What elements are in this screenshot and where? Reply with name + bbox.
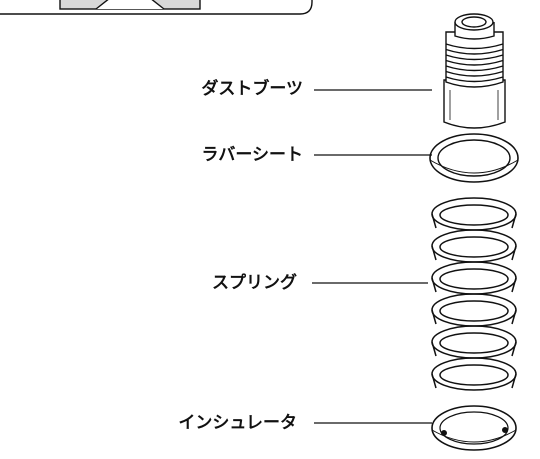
bellows-ring: [445, 54, 504, 61]
spring-coil-link: [431, 341, 517, 357]
spring-coil-inner: [439, 236, 509, 258]
label-rubber-seat: ラバーシート: [202, 145, 304, 165]
spring-coil-link: [431, 213, 517, 229]
label-group-dust-boot: ダストブーツ: [201, 78, 432, 99]
bellows-ring: [445, 70, 504, 77]
spring-coil-link: [431, 245, 517, 261]
inset-panel-fragment: [0, 0, 313, 15]
bellows-ring: [445, 48, 504, 55]
insulator-part: [431, 405, 517, 451]
spring-coil-inner: [439, 204, 509, 226]
spring-coil-link: [431, 277, 517, 293]
dust-boot-part: [443, 13, 506, 129]
bellows-ring: [445, 76, 504, 83]
spring-coil-link: [431, 309, 517, 325]
spring-coil-inner: [439, 268, 509, 290]
spring-coil-link: [431, 373, 517, 389]
label-group-insulator: インシュレータ: [178, 413, 432, 433]
spring-coil-inner: [439, 300, 509, 322]
bellows-ring: [445, 65, 504, 72]
spring-coil-inner: [439, 332, 509, 354]
label-dust-boot: ダストブーツ: [201, 78, 303, 99]
coil-spring-part: [431, 197, 517, 391]
rubber-seat-part: [429, 133, 519, 183]
label-group-spring: スプリング: [212, 272, 428, 293]
label-group-rubber-seat: ラバーシート: [202, 145, 432, 165]
label-spring: スプリング: [212, 272, 297, 293]
bellows-ring: [445, 59, 504, 66]
label-insulator: インシュレータ: [178, 413, 297, 433]
bellows-ring: [445, 43, 504, 50]
spring-coil-inner: [439, 364, 509, 386]
